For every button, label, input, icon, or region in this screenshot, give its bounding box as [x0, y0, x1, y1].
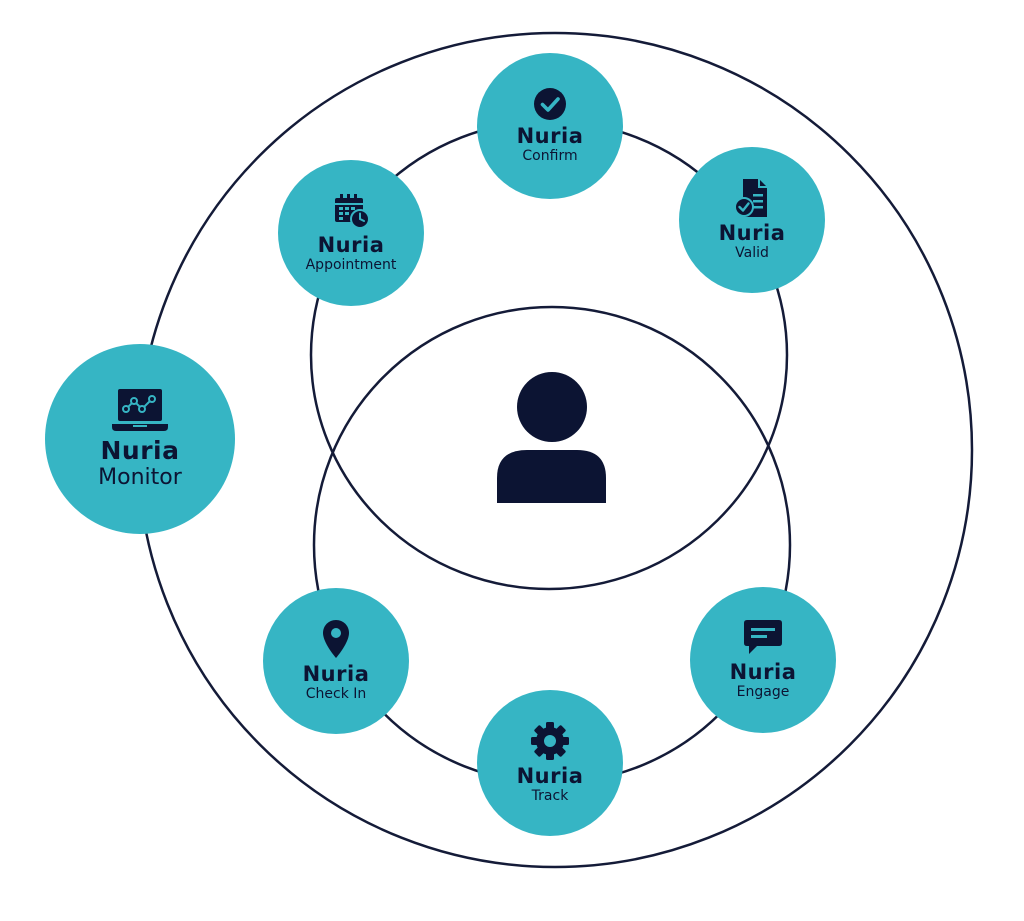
node-product: Confirm	[522, 148, 578, 165]
node-appointment: Nuria Appointment	[278, 160, 424, 306]
document-check-icon	[734, 179, 767, 218]
node-engage: Nuria Engage	[690, 587, 836, 733]
node-brand: Nuria	[516, 124, 584, 149]
node-track: Nuria Track	[477, 690, 623, 836]
node-valid: Nuria Valid	[679, 147, 825, 293]
user-icon	[497, 372, 606, 503]
node-brand: Nuria	[718, 221, 786, 246]
laptop-chart-icon	[112, 389, 168, 432]
node-confirm: Nuria Confirm	[477, 53, 623, 199]
node-monitor: Nuria Monitor	[45, 344, 235, 534]
node-checkin: Nuria Check In	[263, 588, 409, 734]
location-pin-icon	[323, 620, 349, 659]
node-product: Valid	[735, 245, 769, 262]
node-product: Monitor	[98, 464, 182, 490]
node-brand: Nuria	[317, 233, 385, 258]
node-brand: Nuria	[302, 662, 370, 687]
node-product: Engage	[736, 684, 790, 701]
chat-bubble-icon	[744, 620, 782, 655]
node-brand: Nuria	[100, 436, 180, 466]
check-circle-icon	[534, 88, 566, 121]
gear-icon	[531, 722, 569, 761]
node-product: Appointment	[305, 257, 397, 274]
node-brand: Nuria	[516, 764, 584, 789]
calendar-clock-icon	[335, 194, 370, 230]
node-brand: Nuria	[729, 660, 797, 685]
node-product: Track	[531, 788, 569, 805]
node-product: Check In	[305, 686, 367, 703]
